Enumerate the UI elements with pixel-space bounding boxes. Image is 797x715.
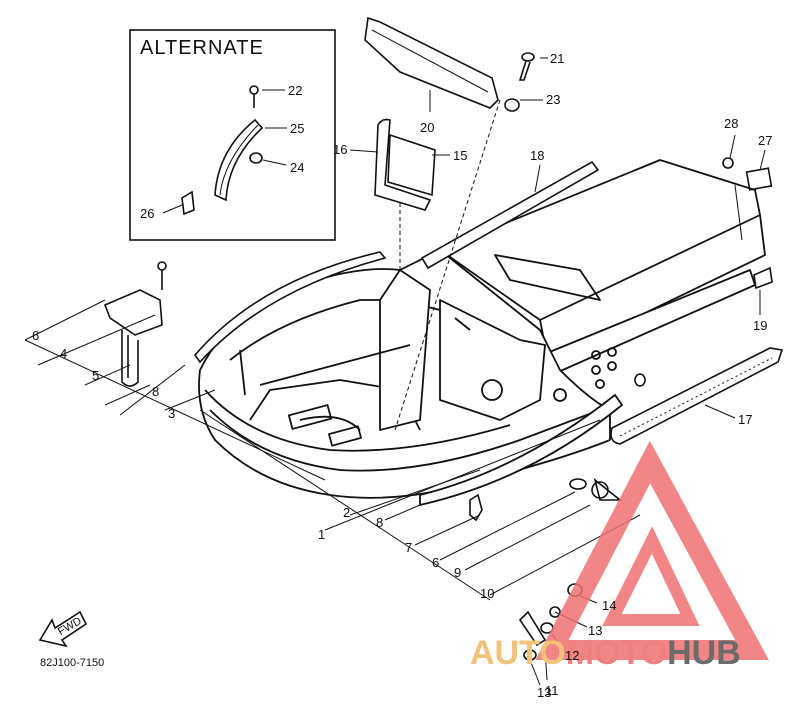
callout-28: 28 <box>724 116 738 131</box>
callout-4: 4 <box>60 346 67 361</box>
callout-6a: 6 <box>32 328 39 343</box>
callout-16: 16 <box>333 142 347 157</box>
callout-labels: 1 2 3 4 5 6 6 7 8 8 9 10 11 12 13 13 14 … <box>32 51 772 700</box>
callout-15: 15 <box>453 148 467 163</box>
callout-19: 19 <box>753 318 767 333</box>
alternate-title: ALTERNATE <box>140 37 264 59</box>
part-4-5-bracket <box>103 261 167 387</box>
drawing-code: 82J100-7150 <box>40 657 104 669</box>
callout-8a: 8 <box>152 384 159 399</box>
part-17-strip <box>610 347 784 445</box>
callout-21: 21 <box>550 51 564 66</box>
callout-17: 17 <box>738 412 752 427</box>
callout-7: 7 <box>405 540 412 555</box>
callout-13b: 13 <box>537 685 551 700</box>
frame-assembly <box>198 159 766 506</box>
callout-6b: 6 <box>432 555 439 570</box>
callout-18: 18 <box>530 148 544 163</box>
callout-13a: 13 <box>588 623 602 638</box>
fwd-arrow-icon: FWD <box>38 610 88 648</box>
callout-9: 9 <box>454 565 461 580</box>
callout-27: 27 <box>758 133 772 148</box>
watermark-triangle-icon <box>535 440 769 660</box>
part-20-cover <box>364 16 499 109</box>
callout-25: 25 <box>290 121 304 136</box>
watermark-auto: AUTO <box>470 634 566 672</box>
callout-5: 5 <box>92 368 99 383</box>
callout-8b: 8 <box>376 515 383 530</box>
leader-lines <box>24 57 766 686</box>
callout-3: 3 <box>168 406 175 421</box>
watermark-moto: MOTO <box>566 634 667 672</box>
callout-10: 10 <box>480 586 494 601</box>
callout-22: 22 <box>288 83 302 98</box>
callout-20: 20 <box>420 120 434 135</box>
callout-26: 26 <box>140 206 154 221</box>
hardware-bottom <box>469 373 646 661</box>
part-18-strip <box>420 160 600 270</box>
callout-23: 23 <box>546 92 560 107</box>
side-rail-left <box>193 251 387 364</box>
callout-12: 12 <box>565 648 579 663</box>
callout-1: 1 <box>318 527 325 542</box>
watermark-hub: HUB <box>667 634 741 672</box>
watermark-logo <box>535 440 769 660</box>
alternate-inset <box>129 29 336 241</box>
part-15-16-bracket <box>374 118 436 211</box>
callout-24: 24 <box>290 160 304 175</box>
callout-14: 14 <box>602 598 616 613</box>
callout-2: 2 <box>343 505 350 520</box>
callout-11: 11 <box>545 683 559 698</box>
hardware-top-right <box>504 52 773 290</box>
watermark-text: AUTOMOTOHUB <box>470 634 741 672</box>
